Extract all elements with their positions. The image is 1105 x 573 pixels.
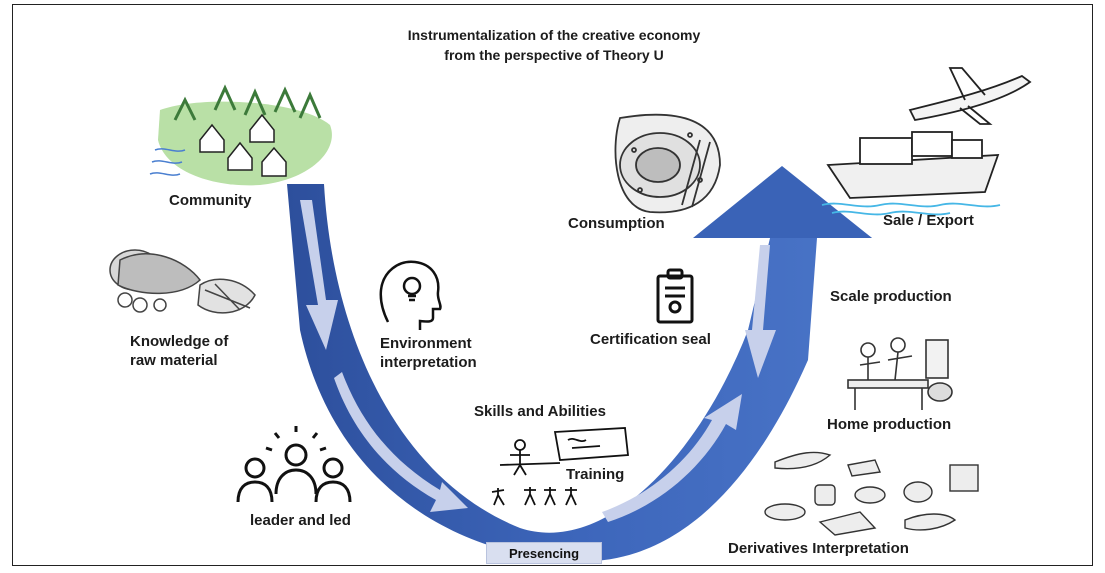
diagram-border (12, 4, 1093, 566)
presencing-box: Presencing (486, 542, 602, 564)
ship-plane-icon (821, 67, 1032, 216)
label-knowledge-line-1: Knowledge of (130, 333, 229, 350)
leaders-group-icon (236, 426, 352, 503)
label-community: Community (169, 192, 252, 209)
head-lightbulb-icon (379, 260, 442, 330)
diagram-title: Instrumentalization of the creative econ… (370, 25, 738, 65)
label-home-production: Home production (827, 416, 952, 433)
label-sale-export: Sale / Export (883, 212, 974, 229)
label-consumption: Consumption (568, 215, 665, 232)
certificate-clipboard-icon (656, 268, 694, 324)
title-line-1: Instrumentalization of the creative econ… (407, 27, 701, 43)
plate-cutlery-icon (614, 113, 721, 214)
title-line-2: from the perspective of Theory U (444, 47, 664, 63)
village-icon (149, 84, 332, 186)
label-environment-line-2: interpretation (380, 354, 477, 371)
fish-and-vegetables-icon (109, 249, 256, 314)
label-skills: Skills and Abilities (474, 403, 606, 420)
training-sketch-icon (491, 427, 629, 506)
u-process-arrow (287, 166, 872, 562)
workers-icon (847, 337, 953, 410)
label-certification: Certification seal (590, 331, 711, 348)
label-scale-production: Scale production (830, 288, 952, 305)
u-inner-arrows (300, 200, 776, 522)
label-derivatives: Derivatives Interpretation (728, 540, 909, 557)
label-environment-line-1: Environment (380, 335, 472, 352)
food-products-icon (764, 451, 979, 536)
label-leader-and-led: leader and led (250, 512, 351, 529)
label-training: Training (566, 466, 625, 483)
label-knowledge-line-2: raw material (130, 352, 218, 369)
